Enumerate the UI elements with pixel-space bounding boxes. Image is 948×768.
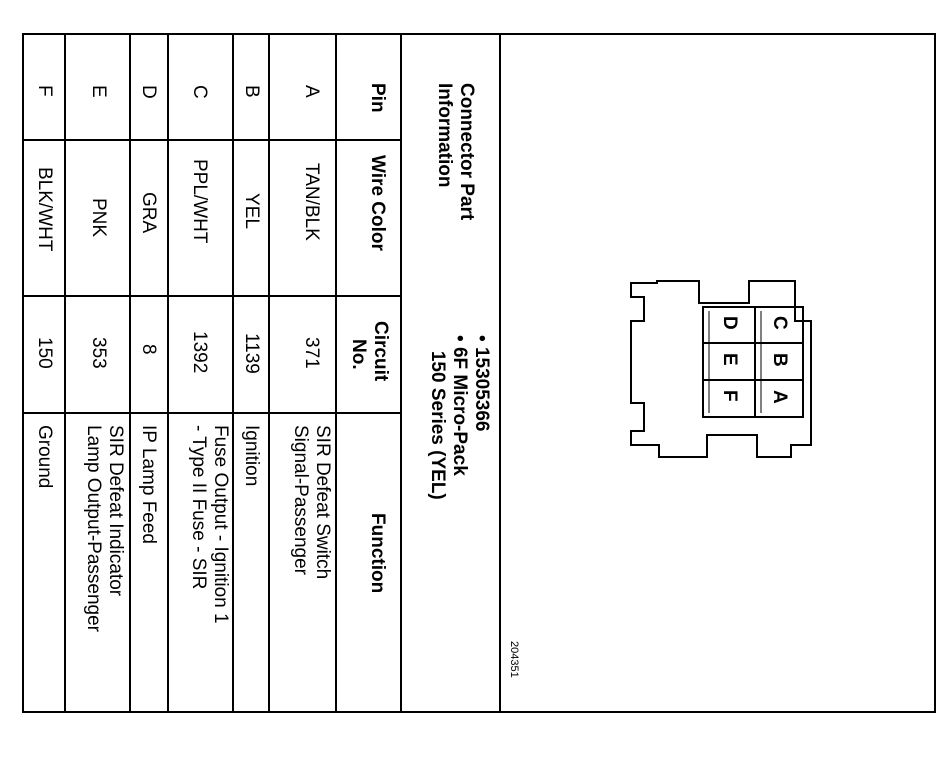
- connector-type: 6F Micro-Pack: [449, 346, 470, 476]
- pin-d: D: [138, 85, 159, 99]
- divider: [400, 35, 402, 711]
- pin-b: B: [241, 85, 262, 98]
- divider: [129, 35, 131, 711]
- function-e: SIR Defeat Indicator Lamp Output-Passeng…: [83, 425, 126, 633]
- divider: [268, 35, 270, 711]
- connector-housing: [630, 280, 812, 458]
- pin-a: A: [301, 85, 322, 98]
- circuit-d: 8: [138, 344, 159, 355]
- cavity-label-a: A: [769, 390, 790, 404]
- pin-f: F: [34, 85, 55, 97]
- cavity-label-b: B: [769, 353, 790, 367]
- divider: [64, 35, 66, 711]
- divider: [499, 35, 501, 711]
- connector-outline-svg: [630, 280, 812, 458]
- connector-series: 150 Series (YEL): [427, 350, 448, 500]
- connector-info-table: Connector Part Information • 15305366 • …: [22, 33, 936, 713]
- wire-color-e: PNK: [88, 198, 109, 238]
- circuit-f: 150: [34, 337, 55, 369]
- function-f: Ground: [34, 425, 55, 489]
- col-header-circuit: Circuit No.: [348, 321, 391, 382]
- circuit-e: 353: [88, 337, 109, 369]
- cavity-label-e: E: [719, 353, 740, 366]
- divider: [232, 35, 234, 711]
- col-header-pin: Pin: [367, 83, 388, 113]
- function-b: Ignition: [241, 425, 262, 487]
- function-d: IP Lamp Feed: [138, 425, 159, 545]
- cavity-group-cba: [754, 306, 804, 418]
- wire-color-a: TAN/BLK: [301, 163, 322, 241]
- cavity-label-f: F: [719, 390, 740, 402]
- divider: [335, 35, 337, 711]
- divider: [24, 139, 402, 141]
- function-a: SIR Defeat Switch Signal-Passenger: [290, 425, 333, 580]
- connector-diagram: C B A D E F 204351: [499, 35, 936, 711]
- circuit-a: 371: [301, 337, 322, 369]
- divider: [24, 295, 402, 297]
- circuit-c: 1392: [189, 331, 210, 374]
- function-c: Fuse Output - Ignition 1 - Type II Fuse …: [188, 425, 231, 624]
- figure-id: 204351: [508, 641, 520, 678]
- col-header-function: Function: [367, 513, 388, 594]
- header-title: Connector Part Information: [434, 83, 477, 221]
- wire-color-b: YEL: [241, 193, 262, 229]
- cavity-label-c: C: [769, 316, 790, 330]
- cavity-label-d: D: [719, 316, 740, 330]
- pin-e: E: [88, 85, 109, 98]
- col-header-wire-color: Wire Color: [367, 155, 388, 251]
- circuit-b: 1139: [241, 333, 262, 374]
- header-bullets: • 15305366 • 6F Micro-Pack 150 Series (Y…: [427, 335, 492, 500]
- divider: [167, 35, 169, 711]
- part-number: 15305366: [471, 346, 492, 432]
- divider: [24, 412, 402, 414]
- wire-color-d: GRA: [138, 192, 159, 234]
- wire-color-f: BLK/WHT: [34, 167, 55, 252]
- pin-c: C: [189, 85, 210, 99]
- wire-color-c: PPL/WHT: [189, 159, 210, 244]
